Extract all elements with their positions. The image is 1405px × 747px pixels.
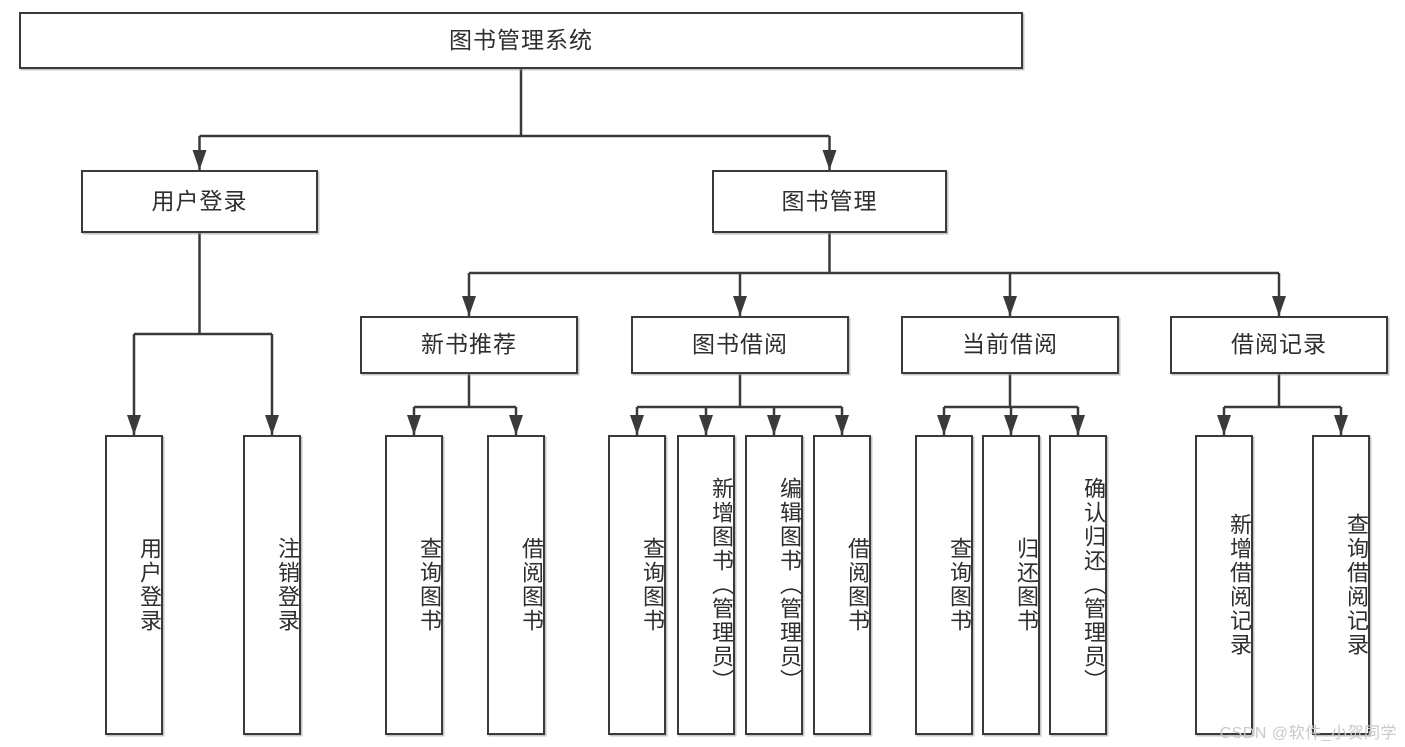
leaf-query-book-rec[interactable]: 查询图书 [385,435,443,735]
leaf-return-book-cb[interactable]: 归还图书 [982,435,1040,735]
leaf-confirm-return-cb[interactable]: 确认归还（管理员） [1049,435,1107,735]
node-label: 用户登录 [137,537,162,633]
leaf-add-record-br[interactable]: 新增借阅记录 [1195,435,1253,735]
node-label: 查询借阅记录 [1344,513,1369,657]
leaf-borrow-book-bb[interactable]: 借阅图书 [813,435,871,735]
node-label: 用户登录 [151,187,248,214]
leaf-edit-book-bb[interactable]: 编辑图书（管理员） [745,435,803,735]
node-label: 图书借阅 [692,331,788,358]
csdn-watermark: CSDN @软件_小贺同学 [1219,725,1397,742]
leaf-user-login[interactable]: 用户登录 [105,435,163,735]
node-user-login[interactable]: 用户登录 [81,170,318,233]
node-label: 借阅记录 [1231,331,1327,358]
node-book-manage[interactable]: 图书管理 [712,170,947,233]
node-current-borrow[interactable]: 当前借阅 [901,316,1119,374]
node-new-book-rec[interactable]: 新书推荐 [360,316,578,374]
node-label: 查询图书 [947,537,972,633]
leaf-borrow-book-rec[interactable]: 借阅图书 [487,435,545,735]
leaf-query-book-bb[interactable]: 查询图书 [608,435,666,735]
node-label: 查询图书 [640,537,665,633]
node-label: 图书管理系统 [449,26,593,53]
node-label: 借阅图书 [845,537,870,633]
leaf-query-book-cb[interactable]: 查询图书 [915,435,973,735]
node-label: 编辑图书（管理员） [777,477,802,693]
leaf-user-logout[interactable]: 注销登录 [243,435,301,735]
node-borrow-record[interactable]: 借阅记录 [1170,316,1388,374]
node-label: 查询图书 [417,537,442,633]
node-label: 当前借阅 [962,331,1058,358]
leaf-query-record-br[interactable]: 查询借阅记录 [1312,435,1370,735]
leaf-add-book-bb[interactable]: 新增图书（管理员） [677,435,735,735]
node-label: 确认归还（管理员） [1081,477,1106,693]
node-label: 归还图书 [1014,537,1039,633]
node-label: 借阅图书 [519,537,544,633]
node-label: 注销登录 [275,537,300,633]
node-label: 新书推荐 [421,331,517,358]
node-label: 新增借阅记录 [1227,513,1252,657]
node-label: 新增图书（管理员） [709,477,734,693]
node-book-borrow[interactable]: 图书借阅 [631,316,849,374]
node-label: 图书管理 [781,187,878,214]
node-root[interactable]: 图书管理系统 [19,12,1023,69]
